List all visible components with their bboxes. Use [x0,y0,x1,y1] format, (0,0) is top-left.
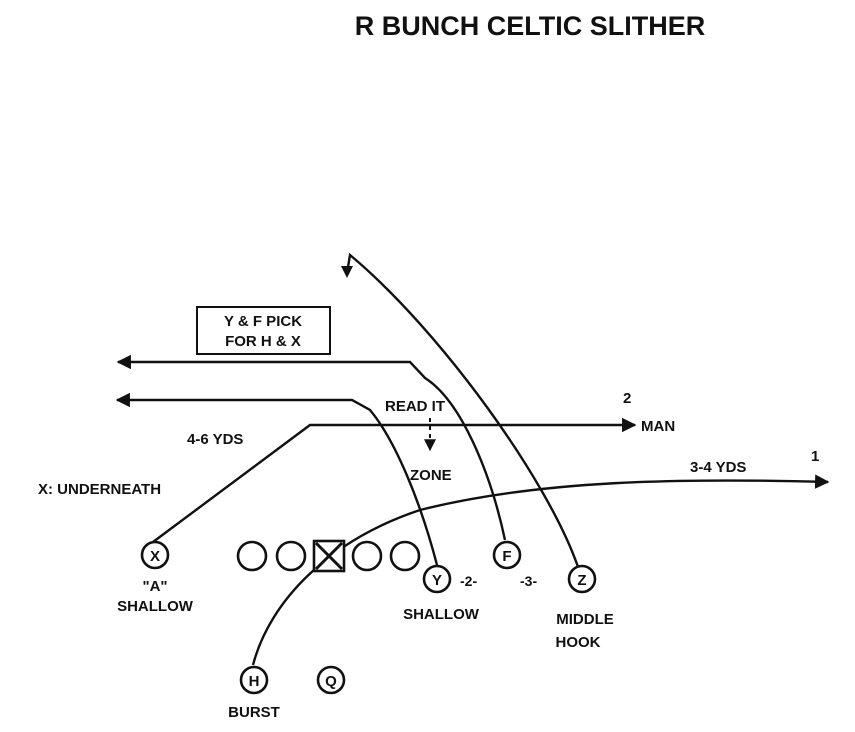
z-route-arrowhead [341,266,353,278]
yds-4-6-label: 4-6 YDS [187,431,243,448]
player-q: Q [316,665,346,695]
man-label: MAN [641,418,675,435]
play-title: R BUNCH CELTIC SLITHER [355,11,706,41]
lineman-right-tackle [389,540,421,572]
yds-3-4-label: 3-4 YDS [690,459,746,476]
note-box: Y & F PICK FOR H & X [196,306,331,355]
center-x-mark [314,541,344,571]
x-assignment-line-2: SHALLOW [117,598,194,615]
lineman-right-guard [351,540,383,572]
zone-label: ZONE [410,467,452,484]
z-route [345,252,580,568]
option-2-label: 2 [623,390,631,407]
player-y-label: Y [432,572,442,589]
note-line-1: Y & F PICK [224,313,302,330]
player-x-label: X [150,548,160,565]
player-h-label: H [249,673,260,690]
y-assignment-label: SHALLOW [403,606,480,623]
player-y: Y [422,564,452,594]
x-route [152,417,637,543]
z-assignment-line-2: HOOK [556,634,601,651]
split-3-label: -3- [520,573,537,589]
lineman-left-guard [275,540,307,572]
f-route [116,354,507,541]
note-line-2: FOR H & X [225,333,301,350]
player-f-label: F [502,548,511,565]
lineman-left-tackle [236,540,268,572]
player-h: H [239,665,269,695]
player-q-label: Q [325,673,337,690]
player-z: Z [567,564,597,594]
h-route [251,474,830,666]
split-2-label: -2- [460,573,477,589]
player-f: F [492,540,522,570]
read-it-label: READ IT [385,398,445,415]
option-1-label: 1 [811,448,819,465]
x-underneath-label: X: UNDERNEATH [38,481,161,498]
x-assignment-line-1: "A" [142,578,167,595]
y-route [115,392,439,566]
player-z-label: Z [577,572,586,589]
z-assignment-line-1: MIDDLE [556,611,614,628]
h-assignment-label: BURST [228,704,280,721]
offensive-line [236,539,421,573]
player-x: X [140,540,170,570]
